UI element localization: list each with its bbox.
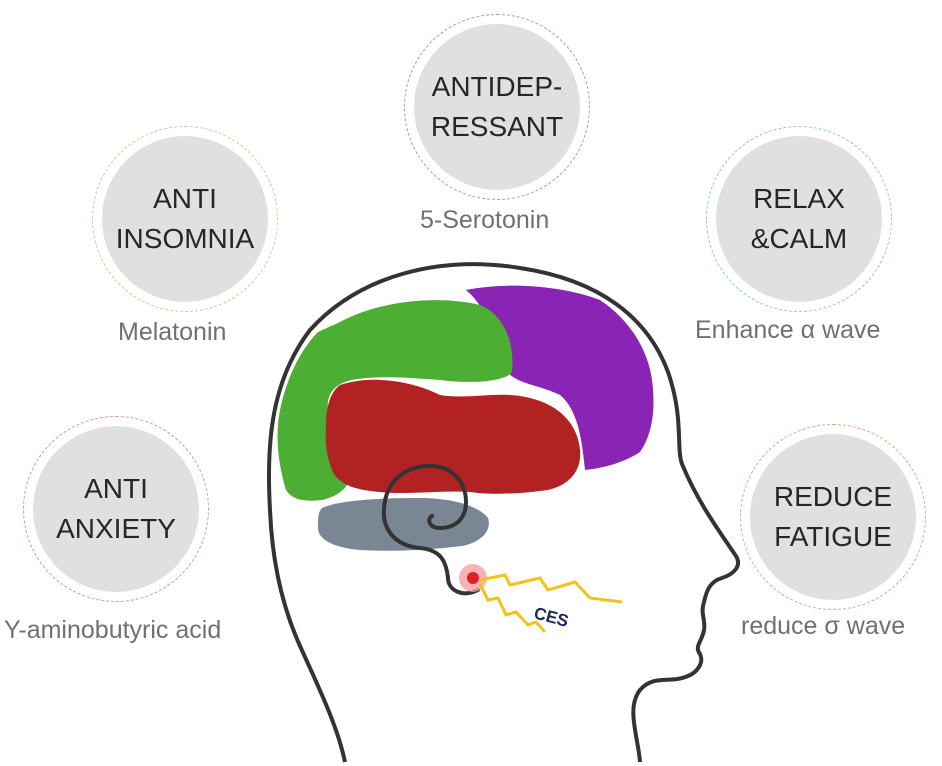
badge-line: ANTIDEP- — [431, 71, 563, 102]
relax-calm-caption: Enhance α wave — [695, 316, 881, 344]
badge-line: &CALM — [750, 223, 848, 254]
electrode-dot — [467, 572, 479, 584]
badge-line: RESSANT — [430, 111, 564, 142]
ces-label: CES — [532, 604, 571, 631]
badge-line: FATIGUE — [774, 521, 892, 552]
ear-outline — [381, 463, 480, 596]
anti-anxiety-caption: Y-aminobutyric acid — [4, 616, 222, 644]
cerebellum — [318, 498, 489, 551]
bolt-upper — [479, 573, 623, 604]
badge-line: REDUCE — [773, 481, 893, 512]
badge-line: ANTI — [84, 473, 148, 504]
head-outline — [266, 262, 741, 763]
temporal-lobe — [325, 379, 581, 494]
bolt-lower — [478, 583, 547, 634]
antidepressant-badge: ANTIDEP- RESSANT — [404, 14, 590, 200]
badge-line: ANXIETY — [56, 513, 176, 544]
parietal-lobe — [466, 285, 654, 470]
antidepressant-caption: 5-Serotonin — [420, 206, 550, 234]
anti-insomnia-badge: ANTI INSOMNIA — [92, 126, 278, 312]
anti-anxiety-badge: ANTI ANXIETY — [23, 416, 209, 602]
reduce-fatigue-badge: REDUCE FATIGUE — [740, 424, 926, 610]
anti-insomnia-caption: Melatonin — [118, 318, 227, 346]
badge-line: RELAX — [753, 183, 845, 214]
badge-line: ANTI — [153, 183, 217, 214]
reduce-fatigue-caption: reduce σ wave — [741, 612, 906, 640]
badge-line: INSOMNIA — [115, 223, 255, 254]
relax-calm-badge: RELAX &CALM — [706, 126, 892, 312]
